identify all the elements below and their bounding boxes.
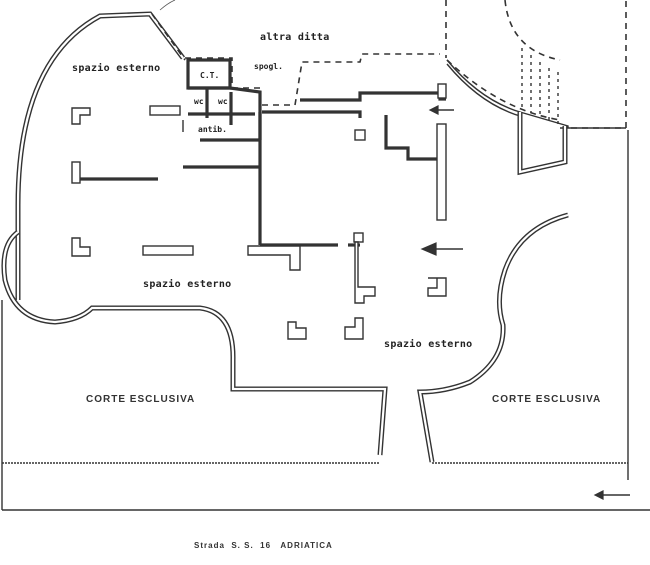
label-ct: C.T. xyxy=(200,71,219,80)
pillar xyxy=(354,241,376,304)
pillar xyxy=(287,321,307,340)
label-wc-1: wc xyxy=(194,97,204,106)
entrance-arrow-road xyxy=(593,490,630,500)
entrance-arrow-top xyxy=(428,105,454,115)
pillars xyxy=(71,83,568,340)
label-spazio-esterno-center: spazio esterno xyxy=(143,278,232,290)
pillar xyxy=(247,245,301,271)
pillar xyxy=(437,83,447,99)
pillar xyxy=(354,129,366,141)
pillar xyxy=(71,107,91,125)
pillar xyxy=(353,232,364,243)
pillar xyxy=(344,317,364,340)
boundary-wall-east-curve xyxy=(417,212,569,463)
label-corte-esclusiva-left: CORTE ESCLUSIVA xyxy=(86,394,195,405)
label-spazio-esterno-southeast: spazio esterno xyxy=(384,338,473,350)
building-walls xyxy=(78,59,626,247)
boundary-wall-northwest xyxy=(15,11,185,300)
boundary-altra-ditta xyxy=(151,0,627,129)
pillar xyxy=(427,277,447,297)
label-antib: antib. xyxy=(198,124,227,134)
pillar xyxy=(436,123,447,221)
boundary-wall-west-lobe xyxy=(1,229,388,456)
pillar xyxy=(142,245,194,256)
entrance-arrow-middle xyxy=(420,242,463,256)
label-wc-2: wc xyxy=(218,97,228,106)
service-block xyxy=(149,58,262,142)
label-altra-ditta: altra ditta xyxy=(260,31,330,43)
label-spazio-esterno-northwest: spazio esterno xyxy=(72,62,161,74)
pillar xyxy=(71,237,91,257)
label-spogl: spogl. xyxy=(254,62,283,71)
hatch-dotted-lines xyxy=(521,48,559,124)
label-corte-esclusiva-right: CORTE ESCLUSIVA xyxy=(492,394,601,405)
label-road: Strada S. S. 16 ADRIATICA xyxy=(194,541,333,550)
pillar xyxy=(71,161,81,184)
